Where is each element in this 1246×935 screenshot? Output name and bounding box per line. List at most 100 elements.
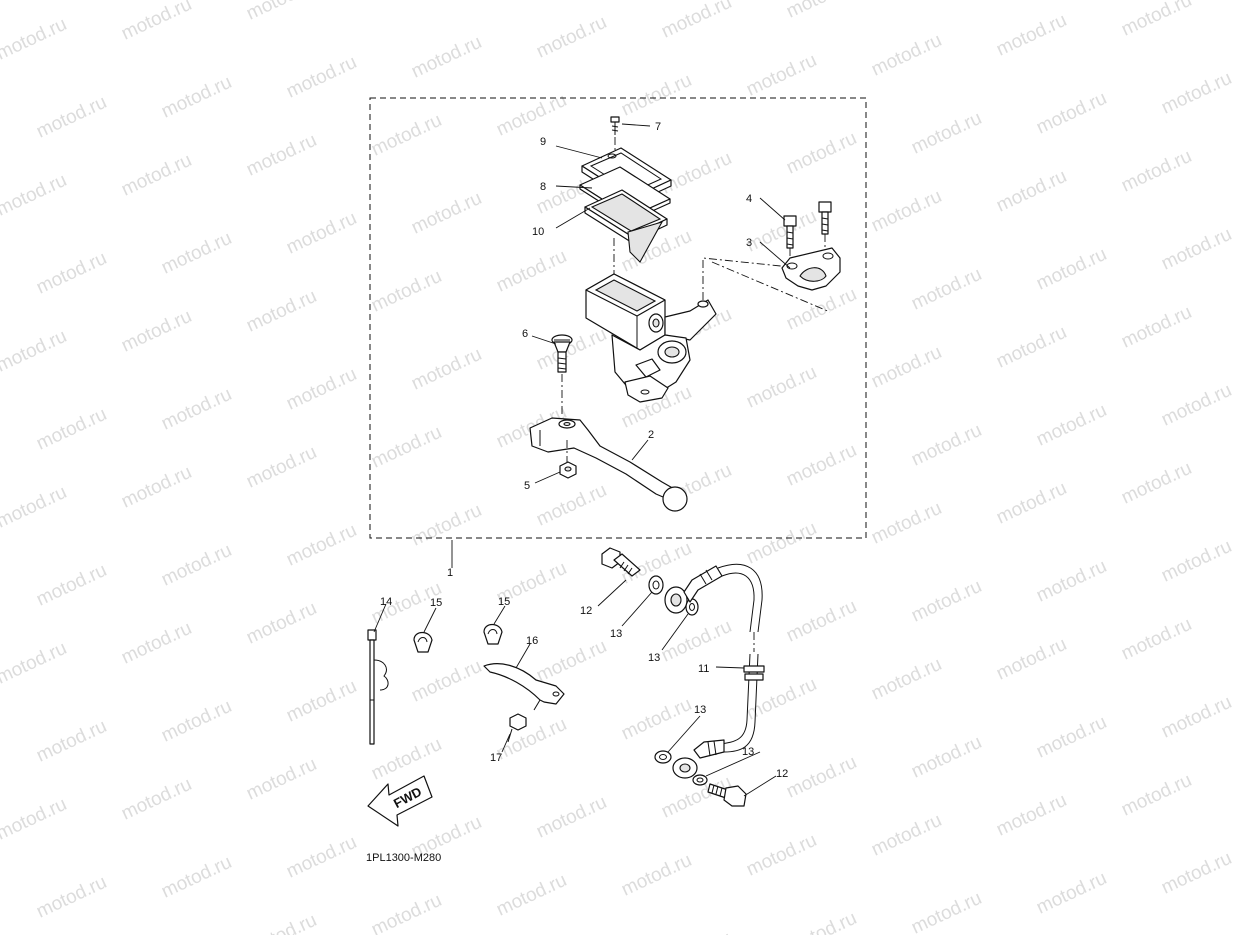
- cable-tie-part-14: [367, 629, 389, 745]
- diagram-code: 1PL1300-M280: [366, 852, 441, 864]
- watermark-text: motod.ru: [1118, 458, 1195, 509]
- hose-guide-part-16: [483, 663, 565, 711]
- watermark-text: motod.ru: [868, 342, 945, 393]
- watermark-text: motod.ru: [658, 0, 735, 43]
- brake-lever-part-2: [529, 417, 688, 512]
- watermark-text: motod.ru: [33, 560, 110, 611]
- watermark-text: motod.ru: [743, 50, 820, 101]
- watermark-text: motod.ru: [658, 148, 735, 199]
- watermark-text: motod.ru: [1033, 556, 1110, 607]
- watermark-text: motod.ru: [868, 186, 945, 237]
- watermark-text: motod.ru: [243, 130, 320, 181]
- watermark-text: motod.ru: [993, 166, 1070, 217]
- callout-7: 7: [655, 121, 661, 133]
- watermark-text: motod.ru: [158, 696, 235, 747]
- callout-15-left: 15: [430, 597, 442, 609]
- watermark-text: motod.ru: [743, 830, 820, 881]
- handlebar-clamp-part-3: [781, 247, 841, 291]
- watermark-text: motod.ru: [0, 14, 70, 65]
- callout-12-lower: 12: [776, 768, 788, 780]
- watermark-text: motod.ru: [783, 596, 860, 647]
- callout-1: 1: [447, 567, 453, 579]
- watermark-text: motod.ru: [908, 264, 985, 315]
- watermark-text: motod.ru: [408, 500, 485, 551]
- callout-5: 5: [524, 480, 530, 492]
- watermark-text: motod.ru: [908, 420, 985, 471]
- watermark-text: motod.ru: [283, 364, 360, 415]
- callout-12-upper: 12: [580, 605, 592, 617]
- watermark-text: motod.ru: [533, 636, 610, 687]
- pivot-bolt-part-6: [551, 334, 573, 373]
- watermark-text: motod.ru: [618, 694, 695, 745]
- watermark-text: motod.ru: [368, 890, 445, 935]
- watermark-text: motod.ru: [158, 384, 235, 435]
- watermark-text: motod.ru: [1033, 244, 1110, 295]
- watermark-text: motod.ru: [908, 0, 985, 3]
- screw-part-17: [507, 713, 527, 743]
- watermark-text: motod.ru: [368, 422, 445, 473]
- watermark-text: motod.ru: [243, 910, 320, 935]
- watermark-text: motod.ru: [1118, 0, 1195, 41]
- watermark-text: motod.ru: [243, 0, 320, 25]
- watermark-text: motod.ru: [783, 0, 860, 23]
- watermark-text: motod.ru: [618, 850, 695, 901]
- watermark-text: motod.ru: [908, 888, 985, 935]
- banjo-bolt-upper-part-12: [601, 547, 641, 577]
- watermark-text: motod.ru: [118, 618, 195, 669]
- watermark-text: motod.ru: [783, 752, 860, 803]
- brake-hose-part-11: [664, 563, 765, 779]
- watermark-text: motod.ru: [33, 248, 110, 299]
- watermark-text: motod.ru: [368, 0, 445, 5]
- watermark-text: motod.ru: [618, 70, 695, 121]
- watermark-text: motod.ru: [493, 246, 570, 297]
- watermark-text: motod.ru: [368, 110, 445, 161]
- washer-lower-part-13: [654, 750, 672, 764]
- watermark-text: motod.ru: [783, 908, 860, 935]
- watermark-text: motod.ru: [243, 598, 320, 649]
- callout-3: 3: [746, 237, 752, 249]
- watermark-text: motod.ru: [533, 480, 610, 531]
- watermark-text: motod.ru: [993, 790, 1070, 841]
- watermark-text: motod.ru: [33, 92, 110, 143]
- callout-17: 17: [490, 752, 502, 764]
- watermark-text: motod.ru: [993, 322, 1070, 373]
- watermark-text: motod.ru: [283, 832, 360, 883]
- watermark-text: motod.ru: [0, 638, 70, 689]
- screw-part-7: [610, 116, 620, 135]
- watermark-text: motod.ru: [783, 284, 860, 335]
- watermark-text: motod.ru: [283, 520, 360, 571]
- watermark-text: motod.ru: [868, 654, 945, 705]
- callout-6: 6: [522, 328, 528, 340]
- callout-8: 8: [540, 181, 546, 193]
- watermark-text: motod.ru: [408, 344, 485, 395]
- watermark-text: motod.ru: [1158, 380, 1235, 431]
- callout-11: 11: [698, 663, 709, 675]
- watermark-text: motod.ru: [0, 482, 70, 533]
- watermark-text: motod.ru: [908, 576, 985, 627]
- watermark-text: motod.ru: [1158, 224, 1235, 275]
- watermark-text: motod.ru: [743, 518, 820, 569]
- callout-9: 9: [540, 136, 546, 148]
- callout-13-b: 13: [648, 652, 660, 664]
- callout-13-c: 13: [694, 704, 706, 716]
- watermark-text: motod.ru: [533, 324, 610, 375]
- callout-15-right: 15: [498, 596, 510, 608]
- watermark-text: motod.ru: [868, 498, 945, 549]
- watermark-text: motod.ru: [1033, 712, 1110, 763]
- watermark-text: motod.ru: [1033, 868, 1110, 919]
- watermark-text: motod.ru: [908, 108, 985, 159]
- washer-upper-part-13: [648, 575, 664, 595]
- watermark-text: motod.ru: [493, 714, 570, 765]
- watermark-text: motod.ru: [1158, 848, 1235, 899]
- watermark-text: motod.ru: [283, 676, 360, 727]
- watermark-text: motod.ru: [243, 286, 320, 337]
- callout-16: 16: [526, 635, 538, 647]
- watermark-text: motod.ru: [408, 32, 485, 83]
- watermark-text: motod.ru: [533, 792, 610, 843]
- master-cylinder-body: [585, 273, 717, 403]
- watermark-text: motod.ru: [118, 306, 195, 357]
- watermark-text: motod.ru: [0, 326, 70, 377]
- watermark-text: motod.ru: [493, 870, 570, 921]
- watermark-text: motod.ru: [118, 462, 195, 513]
- watermark-text: motod.ru: [243, 754, 320, 805]
